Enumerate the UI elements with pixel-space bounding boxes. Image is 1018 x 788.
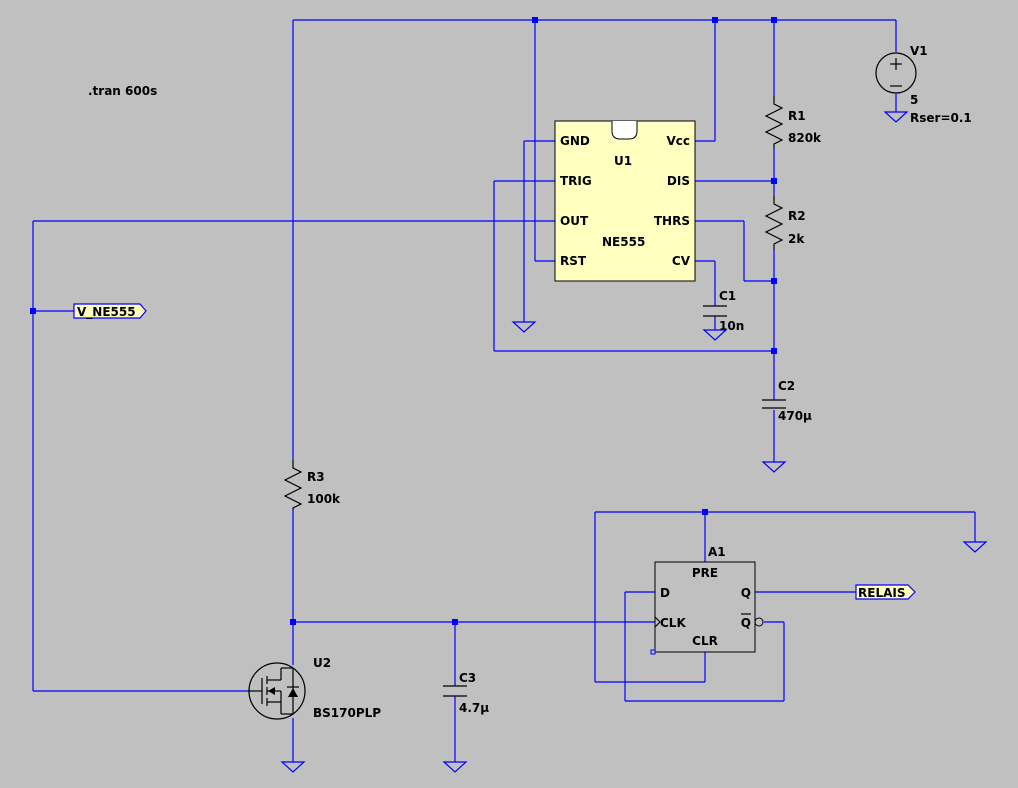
u1-pin-vcc: Vcc xyxy=(666,134,690,148)
u1-pin-cv: CV xyxy=(672,254,691,268)
tran-directive[interactable]: .tran 600s xyxy=(88,84,157,98)
net-label-relais-text: RELAIS xyxy=(858,586,905,600)
ground-icon xyxy=(962,541,988,553)
a1-pin-q: Q xyxy=(741,586,751,600)
u1-pin-rst: RST xyxy=(560,254,587,268)
resistor-r2[interactable]: R2 2k xyxy=(764,196,806,250)
resistor-r1[interactable]: R1 820k xyxy=(764,96,822,148)
a1-pin-pre: PRE xyxy=(692,566,718,580)
net-label-relais[interactable]: RELAIS xyxy=(855,584,916,600)
capacitor-c3[interactable]: C3 4.7µ xyxy=(443,671,489,715)
u2-name: U2 xyxy=(313,656,331,670)
r3-value: 100k xyxy=(307,492,341,506)
u1-pin-out: OUT xyxy=(560,214,589,228)
a1-pin-d: D xyxy=(660,586,670,600)
ground-symbols xyxy=(280,111,988,773)
junctions xyxy=(30,17,777,625)
a1-pin-clk: CLK xyxy=(660,616,686,630)
a1-pin-clr: CLR xyxy=(692,634,718,648)
u1-model: NE555 xyxy=(602,235,645,249)
v1-name: V1 xyxy=(910,44,928,58)
ic-u1-ne555[interactable]: GND TRIG OUT RST Vcc DIS THRS CV U1 NE55… xyxy=(554,120,696,282)
capacitor-c2[interactable]: C2 470µ xyxy=(762,379,812,423)
mosfet-u2[interactable]: U2 BS170PLP xyxy=(248,656,381,720)
r1-value: 820k xyxy=(788,131,822,145)
c2-name: C2 xyxy=(778,379,795,393)
c3-name: C3 xyxy=(459,671,476,685)
r2-name: R2 xyxy=(788,209,806,223)
ground-icon xyxy=(511,321,537,333)
u1-pin-gnd: GND xyxy=(560,134,590,148)
ground-icon xyxy=(280,761,306,773)
net-label-v-ne555-text: V_NE555 xyxy=(77,305,136,320)
r2-value: 2k xyxy=(788,232,805,246)
u1-pin-trig: TRIG xyxy=(560,174,592,188)
wires xyxy=(32,19,976,762)
capacitor-c1[interactable]: C1 10n xyxy=(703,289,744,333)
u1-pin-thrs: THRS xyxy=(654,214,690,228)
u2-model: BS170PLP xyxy=(313,706,381,720)
a1-name: A1 xyxy=(708,545,726,559)
c1-name: C1 xyxy=(719,289,736,303)
r1-name: R1 xyxy=(788,109,806,123)
voltage-source-v1[interactable]: V1 5 Rser=0.1 xyxy=(875,44,972,125)
resistor-r3[interactable]: R3 100k xyxy=(283,460,341,510)
c3-value: 4.7µ xyxy=(459,701,489,715)
ground-icon xyxy=(702,329,728,341)
u1-pin-dis: DIS xyxy=(667,174,690,188)
c1-value: 10n xyxy=(719,319,744,333)
ground-icon xyxy=(883,111,909,123)
ground-icon xyxy=(761,461,787,473)
u1-name: U1 xyxy=(614,154,632,168)
net-label-v-ne555[interactable]: V_NE555 xyxy=(73,303,147,320)
ground-icon xyxy=(442,761,468,773)
v1-rser: Rser=0.1 xyxy=(910,111,972,125)
r3-name: R3 xyxy=(307,470,325,484)
flip-flop-a1[interactable]: A1 PRE D CLK CLR Q Q xyxy=(650,545,764,655)
c2-value: 470µ xyxy=(778,409,812,423)
a1-pin-qbar: Q xyxy=(741,616,751,630)
v1-value: 5 xyxy=(910,93,918,107)
